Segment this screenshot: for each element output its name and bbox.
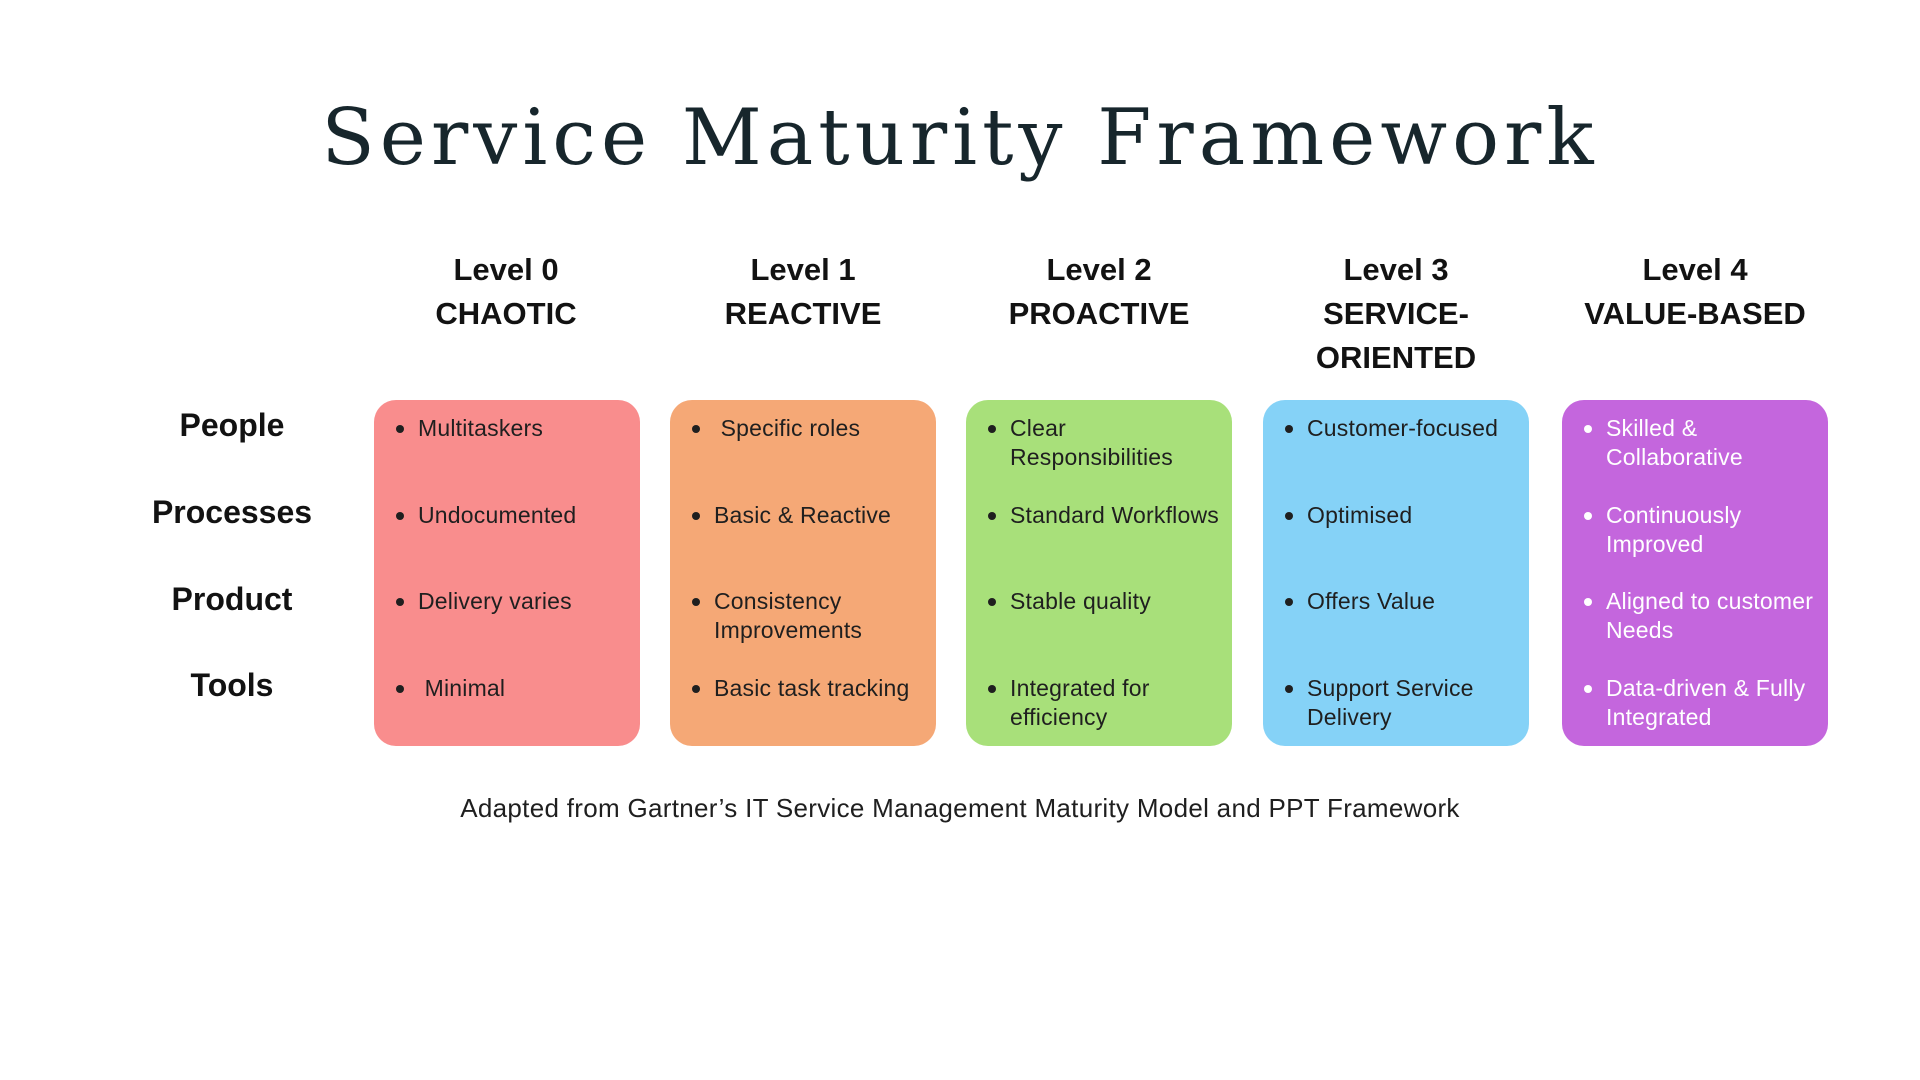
bullet-icon [692,684,700,693]
level-name: VALUE-BASED [1584,296,1806,331]
level-name: REACTIVE [724,296,882,331]
list-item: Offers Value [1263,573,1529,660]
attribution-note: Adapted from Gartner’s IT Service Manage… [460,793,1460,823]
bullet-icon [1584,425,1592,433]
bullet-icon [1285,684,1293,693]
bullet-icon [396,598,404,606]
list-item: Continuously Improved [1562,487,1828,574]
bullet-icon [988,598,996,606]
list-item: Basic & Reactive [670,487,936,574]
bullet-icon [988,511,996,520]
bullet-icon [1285,598,1293,606]
list-item: Minimal [374,660,640,747]
column-header-level3: Level 3 SERVICE-ORIENTED [1256,248,1536,380]
bullet-icon [396,511,404,520]
list-item: Standard Workflows [966,487,1232,574]
column-header-level1: Level 1 REACTIVE [663,248,943,336]
level-name: SERVICE-ORIENTED [1315,296,1477,375]
maturity-box-reactive: Specific roles Basic & Reactive Consiste… [670,400,936,746]
level-label: Level 1 [750,252,856,287]
list-item: Support Service Delivery [1263,660,1529,747]
list-item: Skilled & Collaborative [1562,400,1828,487]
bullet-icon [988,425,996,433]
level-name: PROACTIVE [1008,296,1190,331]
level-name: CHAOTIC [435,296,577,331]
list-item: Integrated for efficiency [966,660,1232,747]
bullet-icon [692,425,700,433]
row-label-people: People [179,407,285,443]
bullet-icon [1584,598,1592,606]
list-item: Aligned to customer Needs [1562,573,1828,660]
column-header-level2: Level 2 PROACTIVE [959,248,1239,336]
row-label-processes: Processes [151,494,313,530]
bullet-icon [692,511,700,520]
row-label-tools: Tools [190,667,274,703]
list-item: Data-driven & Fully Integrated [1562,660,1828,747]
column-header-level4: Level 4 VALUE-BASED [1555,248,1835,336]
row-label-product: Product [171,581,293,617]
list-item: Multitaskers [374,400,640,487]
bullet-icon [988,684,996,693]
bullet-icon [1584,511,1592,520]
level-label: Level 3 [1343,252,1449,287]
list-item: Optimised [1263,487,1529,574]
list-item: Clear Responsibilities [966,400,1232,487]
list-item: Consistency Improvements [670,573,936,660]
bullet-icon [396,684,404,693]
column-header-level0: Level 0 CHAOTIC [366,248,646,336]
list-item: Undocumented [374,487,640,574]
bullet-icon [396,425,404,433]
maturity-box-service-oriented: Customer-focused Optimised Offers Value … [1263,400,1529,746]
bullet-icon [692,598,700,606]
list-item: Stable quality [966,573,1232,660]
bullet-icon [1285,425,1293,433]
level-label: Level 0 [453,252,559,287]
list-item: Customer-focused [1263,400,1529,487]
bullet-icon [1584,684,1592,693]
page-title: Service Maturity Framework [321,93,1599,183]
maturity-box-chaotic: Multitaskers Undocumented Delivery varie… [374,400,640,746]
list-item: Specific roles [670,400,936,487]
level-label: Level 4 [1642,252,1748,287]
bullet-icon [1285,511,1293,520]
maturity-box-value-based: Skilled & Collaborative Continuously Imp… [1562,400,1828,746]
list-item: Basic task tracking [670,660,936,747]
maturity-box-proactive: Clear Responsibilities Standard Workflow… [966,400,1232,746]
list-item: Delivery varies [374,573,640,660]
level-label: Level 2 [1046,252,1152,287]
